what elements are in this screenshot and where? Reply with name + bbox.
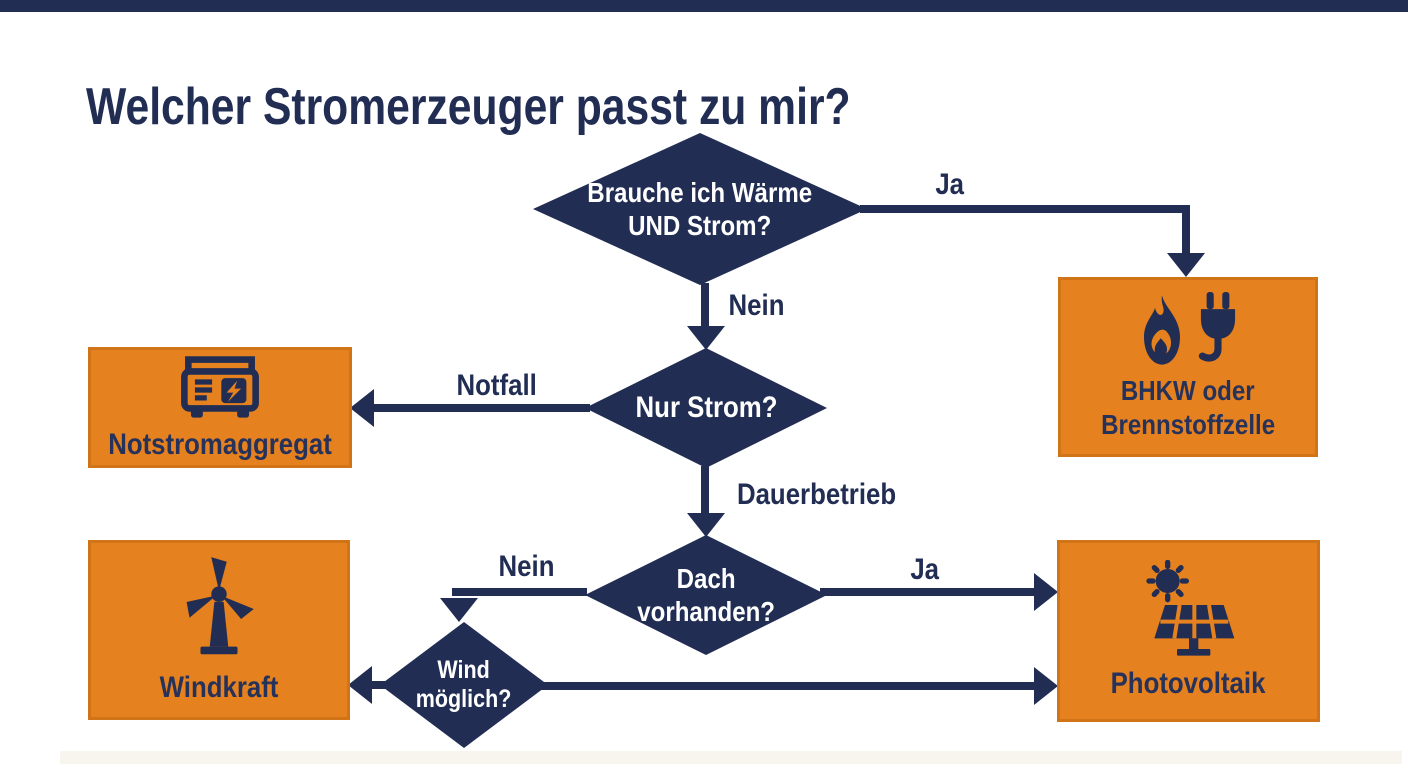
result-photovoltaic-label: Photovoltaik [1111,667,1266,700]
edge-label-dauerbetrieb: Dauerbetrieb [736,478,897,511]
bottom-faint-band [60,751,1402,764]
decision-only-power-label: Nur Strom? [635,391,777,425]
page-title: Welcher Stromerzeuger passt zu mir? [86,77,1018,136]
arrowhead-into-bhkw [1167,253,1205,277]
edge-q2-continuous-vertical [701,466,709,515]
edge-label-ja-right: Ja [910,553,940,586]
edge-label-notfall: Notfall [456,369,537,402]
edge-q4-to-photovoltaik [540,682,1036,690]
result-chp-fuel-cell: BHKW oder Brennstoffzelle [1058,277,1318,457]
result-emergency-generator: Notstromaggregat [88,347,352,468]
edge-q1-no-vertical [701,283,709,328]
edge-q1-yes-horizontal [860,205,1190,213]
edge-label-nein-top: Nein [728,289,785,322]
edge-q3-no-horizontal [452,588,587,596]
decision-only-power: Nur Strom? [585,348,827,468]
page-title-text: Welcher Stromerzeuger passt zu mir? [86,77,851,136]
decision-wind-possible-line1: Wind [437,655,491,684]
decision-heat-and-power: Brauche ich Wärme UND Strom? [533,133,867,285]
arrowhead-into-q3 [687,513,725,537]
edge-q3-yes [820,588,1036,596]
edge-label-ja-top: Ja [935,168,965,201]
wind-turbine-icon [169,554,269,662]
result-photovoltaic: Photovoltaik [1057,540,1320,722]
decision-heat-and-power-line1: Brauche ich Wärme [587,176,813,208]
result-wind-power-label: Windkraft [159,671,279,704]
plug-icon [1198,292,1236,362]
decision-wind-possible: Wind möglich? [380,622,548,748]
decision-roof-available-line1: Dach [676,562,736,594]
arrowhead-into-notstrom [350,389,374,427]
edge-q1-yes-vertical [1182,205,1190,253]
sun-solar-panel-icon [1133,560,1245,658]
top-accent-bar [0,0,1408,12]
result-chp-fuel-cell-line2: Brennstoffzelle [1101,409,1275,440]
edge-q4-to-windkraft [368,681,392,689]
edge-q2-emergency [372,404,590,412]
arrowhead-into-pv-top [1034,573,1058,611]
decision-roof-available-line2: vorhanden? [637,596,775,627]
result-emergency-generator-label: Notstromaggregat [108,427,332,461]
edge-label-nein-bottom: Nein [498,550,555,583]
decision-roof-available: Dach vorhanden? [585,535,827,655]
decision-wind-possible-line2: möglich? [416,685,512,713]
generator-icon [172,353,268,419]
arrowhead-into-q2 [687,326,725,350]
arrowhead-into-pv-bottom [1034,667,1058,705]
decision-heat-and-power-line2: UND Strom? [628,210,772,241]
result-chp-fuel-cell-line1: BHKW oder [1121,375,1255,407]
flame-icon [1144,295,1180,366]
flame-plug-icon [1136,292,1240,366]
result-wind-power: Windkraft [88,540,350,720]
arrowhead-into-q4 [440,598,478,622]
arrowhead-into-windkraft [348,666,372,704]
